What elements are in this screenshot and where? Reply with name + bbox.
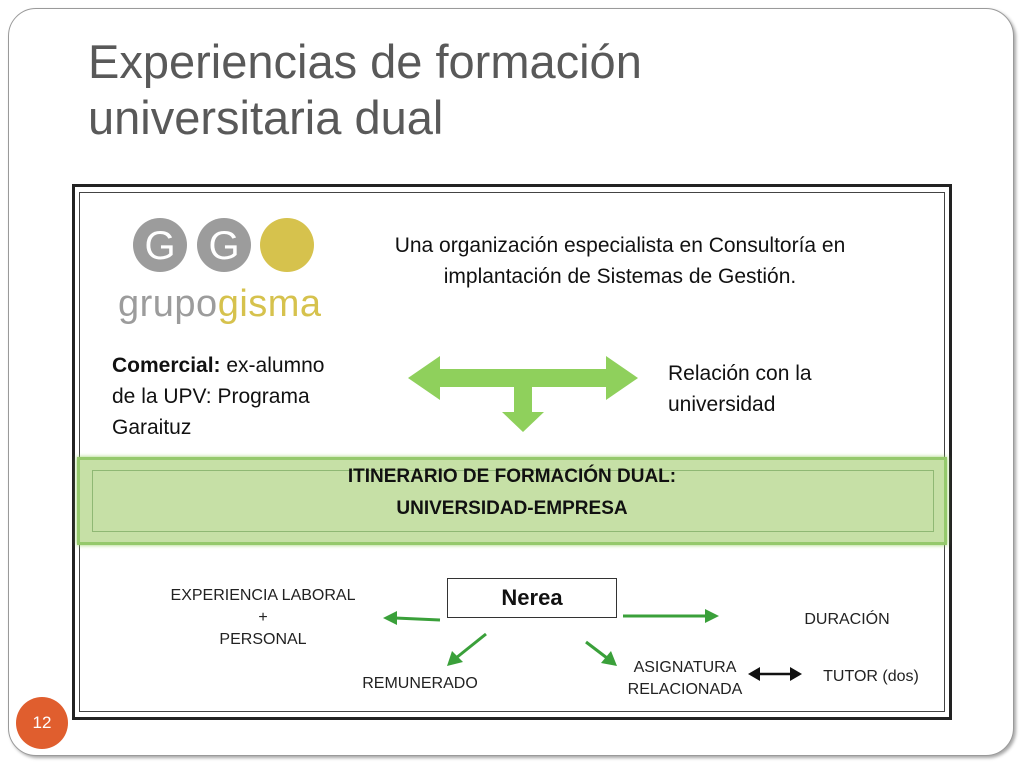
company-description: Una organización especialista en Consult… [330,230,910,292]
experiencia-line-3: PERSONAL [219,631,307,648]
experiencia-label: EXPERIENCIA LABORAL + PERSONAL [140,585,386,651]
arrow-to-remunerado [447,632,487,666]
arrow-to-asignatura [585,640,617,666]
asignatura-label: ASIGNATURA RELACIONADA [605,657,765,701]
asignatura-line-2: RELACIONADA [627,681,743,698]
big-down-arrow [502,387,544,432]
title-line-2: universitaria dual [88,91,444,144]
itinerary-title-line-2: UNIVERSIDAD-EMPRESA [396,498,628,519]
logo-circle-yellow [260,218,314,272]
grupogisma-logo: G G [133,218,314,272]
slide-title: Experiencias de formación universitaria … [88,34,888,146]
itinerary-title-line-1: ITINERARIO DE FORMACIÓN DUAL: [347,466,677,487]
logo-wordmark-suffix: gisma [217,283,322,325]
logo-letter-1: G [144,224,175,268]
company-description-line-1: Una organización especialista en Consult… [394,234,846,257]
commercial-text-1: ex-alumno [220,354,325,377]
university-relation-note: Relación con la universidad [668,358,888,420]
duracion-label: DURACIÓN [804,611,890,628]
asignatura-line-1: ASIGNATURA [633,659,737,676]
commercial-label: Comercial: [112,354,221,377]
arrow-to-duracion [623,609,719,623]
logo-letter-2: G [208,224,239,268]
double-arrow-asignatura-tutor [748,667,802,681]
logo-circle-2 [197,218,251,272]
university-relation-line-2: universidad [668,393,776,416]
commercial-note: Comercial: ex-alumno de la UPV: Programa… [112,350,392,443]
experiencia-line-2: + [258,609,268,626]
big-double-arrow [408,356,638,400]
company-description-line-2: implantación de Sistemas de Gestión. [443,265,797,288]
tutor-label: TUTOR (dos) [823,668,919,685]
commercial-text-3: Garaituz [112,416,192,439]
itinerary-band [77,457,947,545]
nerea-node: Nerea [447,578,617,618]
university-relation-line-1: Relación con la [668,362,812,385]
logo-circle-1 [133,218,187,272]
commercial-text-2: de la UPV: Programa [112,385,310,408]
logo-wordmark: grupogisma [118,282,322,326]
content-panel-inner-border [79,192,945,712]
logo-wordmark-prefix: grupo [118,283,218,325]
itinerary-band-inner-border [92,470,934,532]
content-panel [72,184,952,720]
experiencia-line-1: EXPERIENCIA LABORAL [170,587,356,604]
arrow-to-experiencia [383,611,441,625]
title-line-1: Experiencias de formación [88,35,642,88]
page-number-badge: 12 [16,697,68,749]
remunerado-label: REMUNERADO [362,675,478,692]
